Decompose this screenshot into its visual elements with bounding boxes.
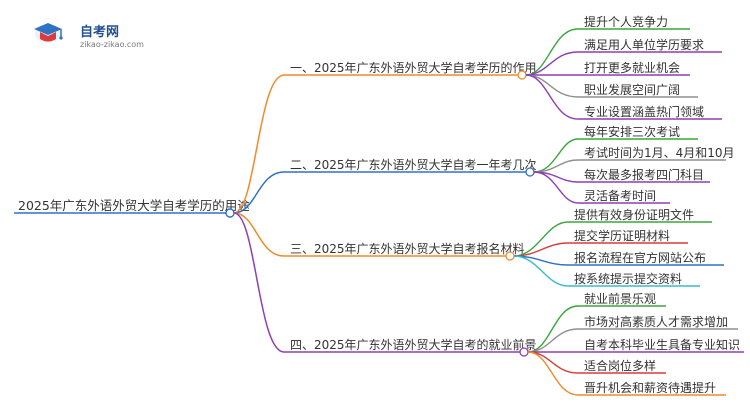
leaf-4-4-label: 适合岗位多样 [584,358,656,373]
leaf-3-4-label: 按系统提示提交资料 [574,271,682,286]
root-label: 2025年广东外语外贸大学自考学历的用途 [18,198,250,213]
branch-3-connector [505,251,515,261]
branch-1-link [233,74,285,214]
branch-3-label: 三、2025年广东外语外贸大学自考报名材料 [290,241,525,256]
branch-1-connector [517,70,527,80]
branch-2-link [233,171,285,214]
branch-3-link [233,212,285,257]
root-connector [225,208,235,218]
leaf-1-3-label: 打开更多就业机会 [584,61,680,75]
leaf-2-3[interactable]: 每次最多报考四门科目 [533,167,710,183]
leaf-1-2[interactable]: 满足用人单位学历要求 [525,37,722,76]
logo-graduation-cap-icon [34,23,63,43]
leaf-3-3-label: 报名流程在官方网站公布 [574,250,706,265]
leaf-2-4-label: 灵活备考时间 [584,189,656,203]
branch-3[interactable]: 三、2025年广东外语外贸大学自考报名材料 提供有效身份证明文件 提交学历证明材… [233,207,724,287]
branch-1-label: 一、2025年广东外语外贸大学自考学历的作用 [290,60,537,75]
leaf-4-2-label: 市场对高素质人才需求增加 [584,314,728,329]
leaf-2-1-label: 每年安排三次考试 [584,124,680,139]
leaf-4-5-label: 晋升机会和薪资待遇提升 [584,380,716,395]
leaf-4-3-label: 自考本科毕业生具备专业知识 [584,337,740,352]
branch-2-connector [525,167,535,177]
leaf-4-5-link [527,351,579,396]
leaf-4-4[interactable]: 适合岗位多样 [527,351,666,374]
leaf-1-2-label: 满足用人单位学历要求 [584,37,704,52]
leaf-2-3-label: 每次最多报考四门科目 [584,167,704,182]
leaf-3-3[interactable]: 报名流程在官方网站公布 [513,250,724,266]
site-logo[interactable]: 自考网 zikao-zikao.com [34,23,144,49]
branch-2[interactable]: 二、2025年广东外语外贸大学自考一年考几次 每年安排三次考试 考试时间为1月、… [233,124,735,214]
leaf-1-4[interactable]: 职业发展空间广阔 [525,74,698,98]
leaf-2-2-label: 考试时间为1月、4月和10月 [584,145,735,160]
leaf-1-1-label: 提升个人竞争力 [584,14,668,29]
leaf-3-1-label: 提供有效身份证明文件 [574,207,694,222]
leaf-1-5[interactable]: 专业设置涵盖热门领域 [525,74,722,120]
logo-subtitle: zikao-zikao.com [80,40,144,49]
logo-title: 自考网 [80,24,119,40]
leaf-3-2-label: 提交学历证明材料 [574,228,670,243]
branch-4-label: 四、2025年广东外语外贸大学自考的就业前景 [290,337,537,352]
leaf-4-3[interactable]: 自考本科毕业生具备专业知识 [527,337,744,353]
branch-4[interactable]: 四、2025年广东外语外贸大学自考的就业前景 就业前景乐观 市场对高素质人才需求… [233,212,744,396]
leaf-3-4[interactable]: 按系统提示提交资料 [513,255,700,287]
branch-4-connector [519,347,529,357]
leaf-3-4-link [513,255,569,287]
branch-4-link [233,212,285,353]
branch-2-label: 二、2025年广东外语外贸大学自考一年考几次 [290,157,537,172]
leaf-1-4-label: 职业发展空间广阔 [584,82,680,97]
leaf-1-5-link [525,74,579,120]
leaf-1-5-label: 专业设置涵盖热门领域 [584,104,704,119]
leaf-4-4-link [527,351,579,374]
leaf-1-4-link [525,74,579,98]
leaf-4-1-label: 就业前景乐观 [584,291,656,306]
branch-1[interactable]: 一、2025年广东外语外贸大学自考学历的作用 提升个人竞争力 满足用人单位学历要… [233,14,722,214]
leaf-4-5[interactable]: 晋升机会和薪资待遇提升 [527,351,726,396]
root-node[interactable]: 2025年广东外语外贸大学自考学历的用途 [14,198,250,218]
leaf-2-4[interactable]: 灵活备考时间 [533,171,670,204]
leaf-2-4-link [533,171,579,204]
